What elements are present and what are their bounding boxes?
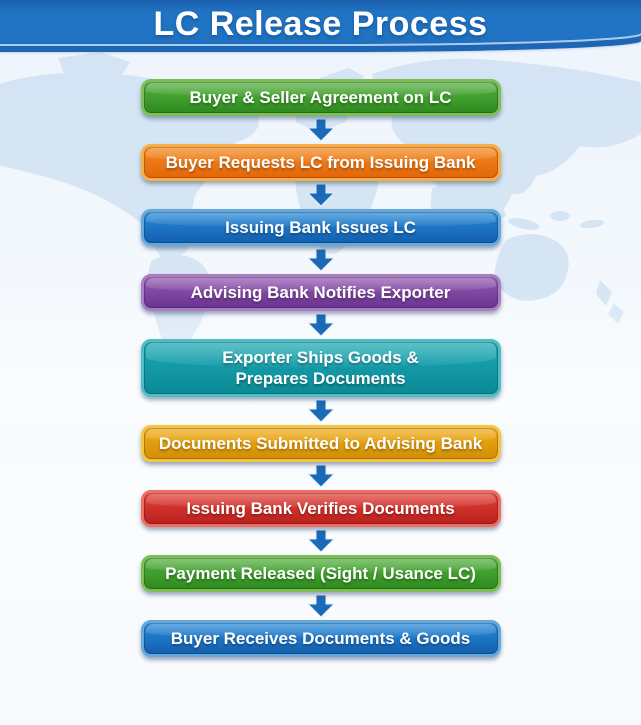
step-label: Exporter Ships Goods & Prepares Document… — [222, 348, 419, 388]
step-label: Buyer & Seller Agreement on LC — [189, 88, 452, 107]
flow-step-issuing-bank-issues: Issuing Bank Issues LC — [140, 209, 501, 246]
step-label: Issuing Bank Verifies Documents — [186, 499, 455, 518]
down-arrow-icon — [306, 184, 335, 206]
down-arrow-icon — [306, 119, 335, 141]
lc-process-flowchart: Buyer & Seller Agreement on LC Buyer Req… — [0, 79, 641, 657]
step-label: Issuing Bank Issues LC — [225, 218, 416, 237]
down-arrow-icon — [306, 249, 335, 271]
flow-step-payment-released: Payment Released (Sight / Usance LC) — [140, 555, 501, 592]
step-label: Documents Submitted to Advising Bank — [158, 434, 483, 453]
down-arrow-icon — [306, 465, 335, 487]
down-arrow-icon — [306, 595, 335, 617]
flow-step-buyer-seller-agreement: Buyer & Seller Agreement on LC — [140, 79, 501, 116]
flow-step-issuing-bank-verifies: Issuing Bank Verifies Documents — [140, 490, 501, 527]
flow-step-buyer-requests-lc: Buyer Requests LC from Issuing Bank — [140, 144, 501, 181]
flow-step-buyer-receives-goods: Buyer Receives Documents & Goods — [140, 620, 501, 657]
flow-step-documents-submitted: Documents Submitted to Advising Bank — [140, 425, 501, 462]
step-label: Buyer Requests LC from Issuing Bank — [165, 153, 476, 172]
down-arrow-icon — [306, 314, 335, 336]
down-arrow-icon — [306, 400, 335, 422]
header-banner: LC Release Process — [0, 0, 641, 52]
flow-step-advising-bank-notifies: Advising Bank Notifies Exporter — [140, 274, 501, 311]
step-label: Payment Released (Sight / Usance LC) — [165, 564, 476, 583]
page-title: LC Release Process — [153, 5, 488, 43]
flow-step-exporter-ships-goods: Exporter Ships Goods & Prepares Document… — [140, 339, 501, 397]
step-label: Advising Bank Notifies Exporter — [190, 283, 451, 302]
down-arrow-icon — [306, 530, 335, 552]
step-label: Buyer Receives Documents & Goods — [170, 629, 471, 648]
